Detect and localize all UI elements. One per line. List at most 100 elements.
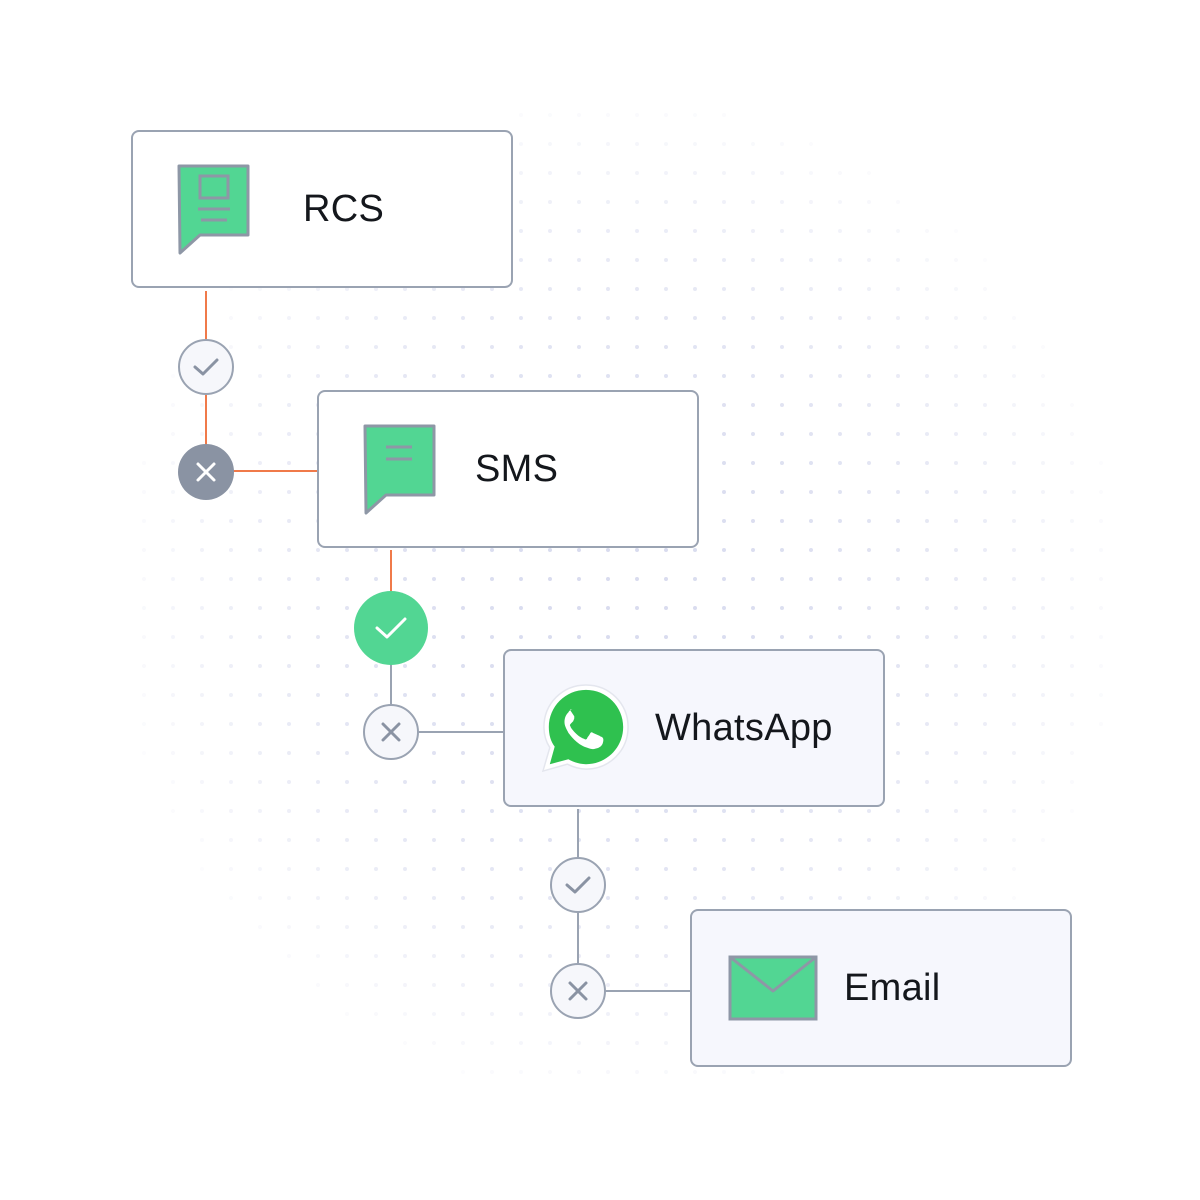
channel-label-whatsapp: WhatsApp (655, 706, 833, 749)
background-dot (722, 113, 726, 117)
background-dot (345, 606, 349, 610)
channel-card-email[interactable]: Email (690, 909, 1072, 1067)
background-dot (229, 606, 233, 610)
background-dot (693, 287, 697, 291)
background-dot (345, 664, 349, 668)
background-dot (867, 867, 871, 871)
background-dot (954, 867, 958, 871)
channel-card-whatsapp[interactable]: WhatsApp (503, 649, 885, 807)
status-failure-after-sms[interactable] (363, 704, 419, 760)
background-dot (867, 519, 871, 523)
background-dot (345, 954, 349, 958)
background-dot (548, 1012, 552, 1016)
background-dot (287, 519, 291, 523)
background-dot (1041, 519, 1045, 523)
background-dot (838, 229, 842, 233)
background-dot (780, 432, 784, 436)
background-dot (577, 316, 581, 320)
background-dot (693, 1070, 697, 1074)
background-dot (229, 490, 233, 494)
background-dot (577, 577, 581, 581)
status-success-after-whatsapp[interactable] (550, 857, 606, 913)
background-dot (200, 577, 204, 581)
background-dot (577, 200, 581, 204)
background-dot (403, 925, 407, 929)
background-dot (345, 896, 349, 900)
background-dot (896, 780, 900, 784)
channel-card-sms[interactable]: SMS (317, 390, 699, 548)
background-dot (461, 374, 465, 378)
background-dot (954, 896, 958, 900)
background-dot (403, 896, 407, 900)
background-dot (693, 635, 697, 639)
background-dot (1070, 548, 1074, 552)
background-dot (722, 867, 726, 871)
background-dot (606, 142, 610, 146)
background-dot (954, 780, 958, 784)
background-dot (867, 606, 871, 610)
status-failure-after-rcs[interactable] (178, 444, 234, 500)
background-dot (606, 374, 610, 378)
background-dot (925, 548, 929, 552)
background-dot (490, 374, 494, 378)
background-dot (229, 519, 233, 523)
channel-card-rcs[interactable]: RCS (131, 130, 513, 288)
background-dot (490, 548, 494, 552)
background-dot (983, 722, 987, 726)
background-dot (519, 142, 523, 146)
background-dot (809, 142, 813, 146)
background-dot (722, 142, 726, 146)
background-dot (838, 519, 842, 523)
background-dot (693, 171, 697, 175)
background-dot (345, 548, 349, 552)
status-success-after-rcs[interactable] (178, 339, 234, 395)
background-dot (490, 664, 494, 668)
background-dot (722, 461, 726, 465)
background-dot (258, 809, 262, 813)
background-dot (635, 113, 639, 117)
background-dot (954, 751, 958, 755)
background-dot (983, 838, 987, 842)
background-dot (548, 606, 552, 610)
background-dot (1041, 432, 1045, 436)
background-dot (432, 983, 436, 987)
background-dot (809, 519, 813, 523)
background-dot (548, 896, 552, 900)
background-dot (287, 925, 291, 929)
background-dot (693, 867, 697, 871)
background-dot (722, 896, 726, 900)
background-dot (1099, 548, 1103, 552)
background-dot (548, 374, 552, 378)
background-dot (171, 374, 175, 378)
background-dot (548, 229, 552, 233)
background-dot (867, 171, 871, 175)
background-dot (722, 171, 726, 175)
background-dot (548, 200, 552, 204)
background-dot (606, 316, 610, 320)
background-dot (954, 693, 958, 697)
background-dot (664, 113, 668, 117)
background-dot (664, 258, 668, 262)
background-dot (722, 200, 726, 204)
background-dot (287, 461, 291, 465)
background-dot (345, 838, 349, 842)
background-dot (142, 490, 146, 494)
background-dot (664, 171, 668, 175)
background-dot (983, 606, 987, 610)
background-dot (1070, 490, 1074, 494)
background-dot (867, 896, 871, 900)
background-dot (751, 461, 755, 465)
background-dot (664, 345, 668, 349)
background-dot (548, 316, 552, 320)
background-dot (548, 548, 552, 552)
background-dot (403, 548, 407, 552)
status-failure-after-whatsapp[interactable] (550, 963, 606, 1019)
background-dot (606, 896, 610, 900)
background-dot (983, 896, 987, 900)
background-dot (635, 142, 639, 146)
background-dot (809, 490, 813, 494)
background-dot (1041, 809, 1045, 813)
background-dot (780, 200, 784, 204)
background-dot (983, 780, 987, 784)
status-success-after-sms[interactable] (354, 591, 428, 665)
